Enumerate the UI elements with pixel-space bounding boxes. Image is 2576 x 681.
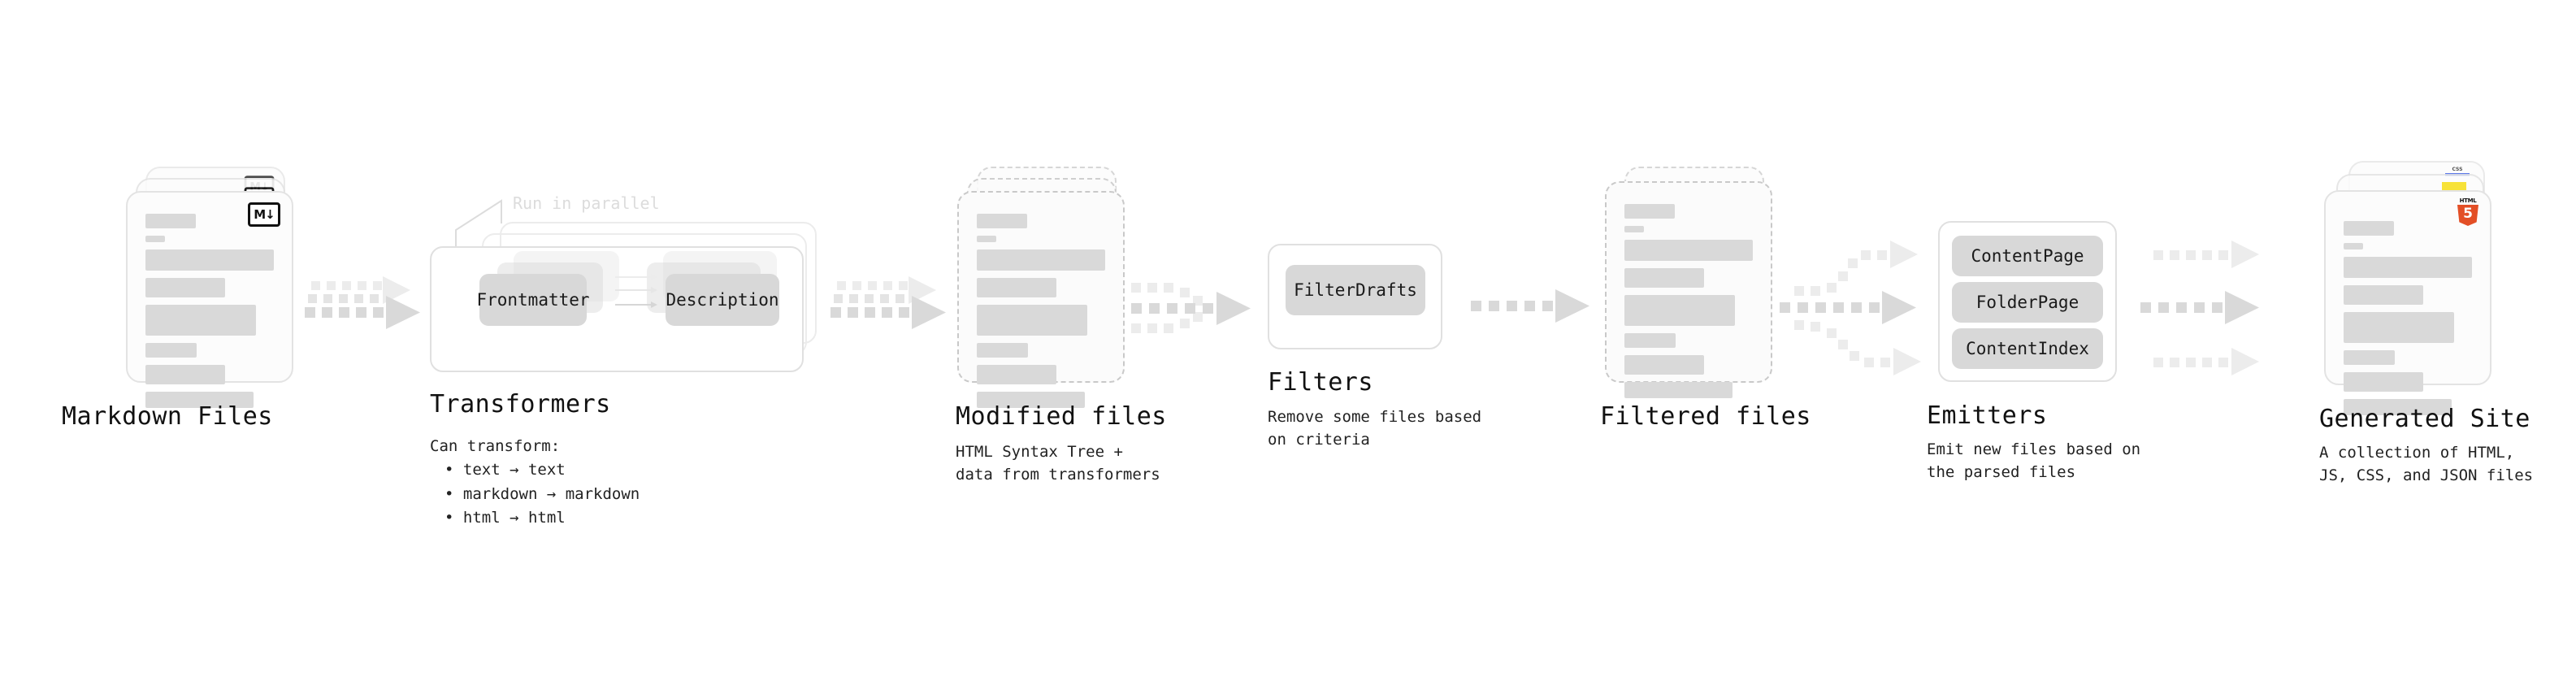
stage-filtered-files: Filtered files	[1600, 167, 1811, 431]
document-skeleton	[1624, 204, 1753, 406]
file-sheet-front: M↓	[126, 191, 293, 408]
file-sheet-front	[1605, 181, 1772, 398]
stage-title: Modified files	[956, 402, 1167, 431]
emitter-chip-contentpage[interactable]: ContentPage	[1952, 236, 2103, 276]
stage-generated-site: CSS HTML	[2319, 161, 2533, 484]
connector-filtered-to-emitters	[1780, 241, 1921, 375]
connector-markdown-to-transformers	[305, 276, 420, 329]
document-skeleton	[977, 214, 1105, 415]
html5-badge-label: HTML	[2459, 197, 2477, 204]
transformer-inner-arrows	[615, 274, 657, 308]
capability-item: • text → text	[445, 461, 566, 479]
emitter-chip-contentindex[interactable]: ContentIndex	[1952, 328, 2103, 369]
connector-filters-to-filtered	[1471, 289, 1589, 323]
chip-label: FilterDrafts	[1294, 280, 1417, 300]
chip-label: Description	[666, 290, 779, 310]
stage-subtitle: HTML Syntax Tree + data from transformer…	[956, 443, 1160, 484]
filtered-file-stack	[1605, 167, 1776, 398]
capabilities-caption: Can transform:	[430, 437, 561, 455]
markdown-file-stack: M↓ M↓ M↓	[126, 167, 297, 408]
stage-title: Transformers	[430, 390, 611, 419]
file-sheet-front: HTML	[2324, 190, 2491, 415]
connector-emitters-to-site	[2140, 241, 2259, 375]
stage-subtitle: Remove some files based on criteria	[1268, 408, 1482, 449]
file-sheet-front	[957, 191, 1125, 408]
stage-title: Filters	[1268, 368, 1373, 397]
chip-label: Frontmatter	[476, 290, 590, 310]
html5-badge: HTML	[2456, 198, 2480, 226]
stage-subtitle: A collection of HTML, JS, CSS, and JSON …	[2319, 444, 2534, 484]
transformer-capabilities: Can transform: • text → text • markdown …	[430, 435, 640, 531]
capability-item: • html → html	[445, 509, 566, 527]
parallel-annotation: Run in parallel	[513, 193, 660, 213]
connector-transformers-to-modified	[830, 276, 946, 329]
parallel-bracket-icon	[455, 199, 502, 253]
document-skeleton	[2344, 221, 2472, 423]
html5-shield-icon	[2457, 205, 2478, 226]
transformer-chip-description[interactable]: Description	[666, 274, 779, 326]
chip-label: ContentPage	[1971, 246, 2084, 266]
transformer-chip-frontmatter[interactable]: Frontmatter	[476, 274, 590, 326]
stage-title: Generated Site	[2319, 405, 2530, 433]
emitter-chip-folderpage[interactable]: FolderPage	[1952, 282, 2103, 323]
generated-file-stack: CSS HTML	[2324, 161, 2495, 415]
modified-file-stack	[957, 167, 1128, 408]
stage-title: Markdown Files	[62, 402, 273, 431]
connector-modified-to-filters	[1131, 283, 1251, 333]
css-badge-label: CSS	[2452, 167, 2463, 172]
capability-item: • markdown → markdown	[445, 484, 640, 503]
chip-label: FolderPage	[1975, 293, 2079, 312]
stage-markdown-files: M↓ M↓ M↓ Markdown Files	[62, 167, 297, 431]
stage-modified-files: Modified files HTML Syntax Tree + data f…	[956, 167, 1166, 484]
chip-label: ContentIndex	[1966, 339, 2089, 358]
markdown-badge: M↓	[248, 202, 280, 227]
stage-subtitle: Emit new files based on the parsed files	[1927, 440, 2141, 481]
filter-chip-filterdrafts[interactable]: FilterDrafts	[1286, 265, 1425, 315]
document-skeleton	[145, 214, 274, 415]
stage-title: Emitters	[1927, 401, 2048, 430]
stage-title: Filtered files	[1600, 402, 1811, 431]
